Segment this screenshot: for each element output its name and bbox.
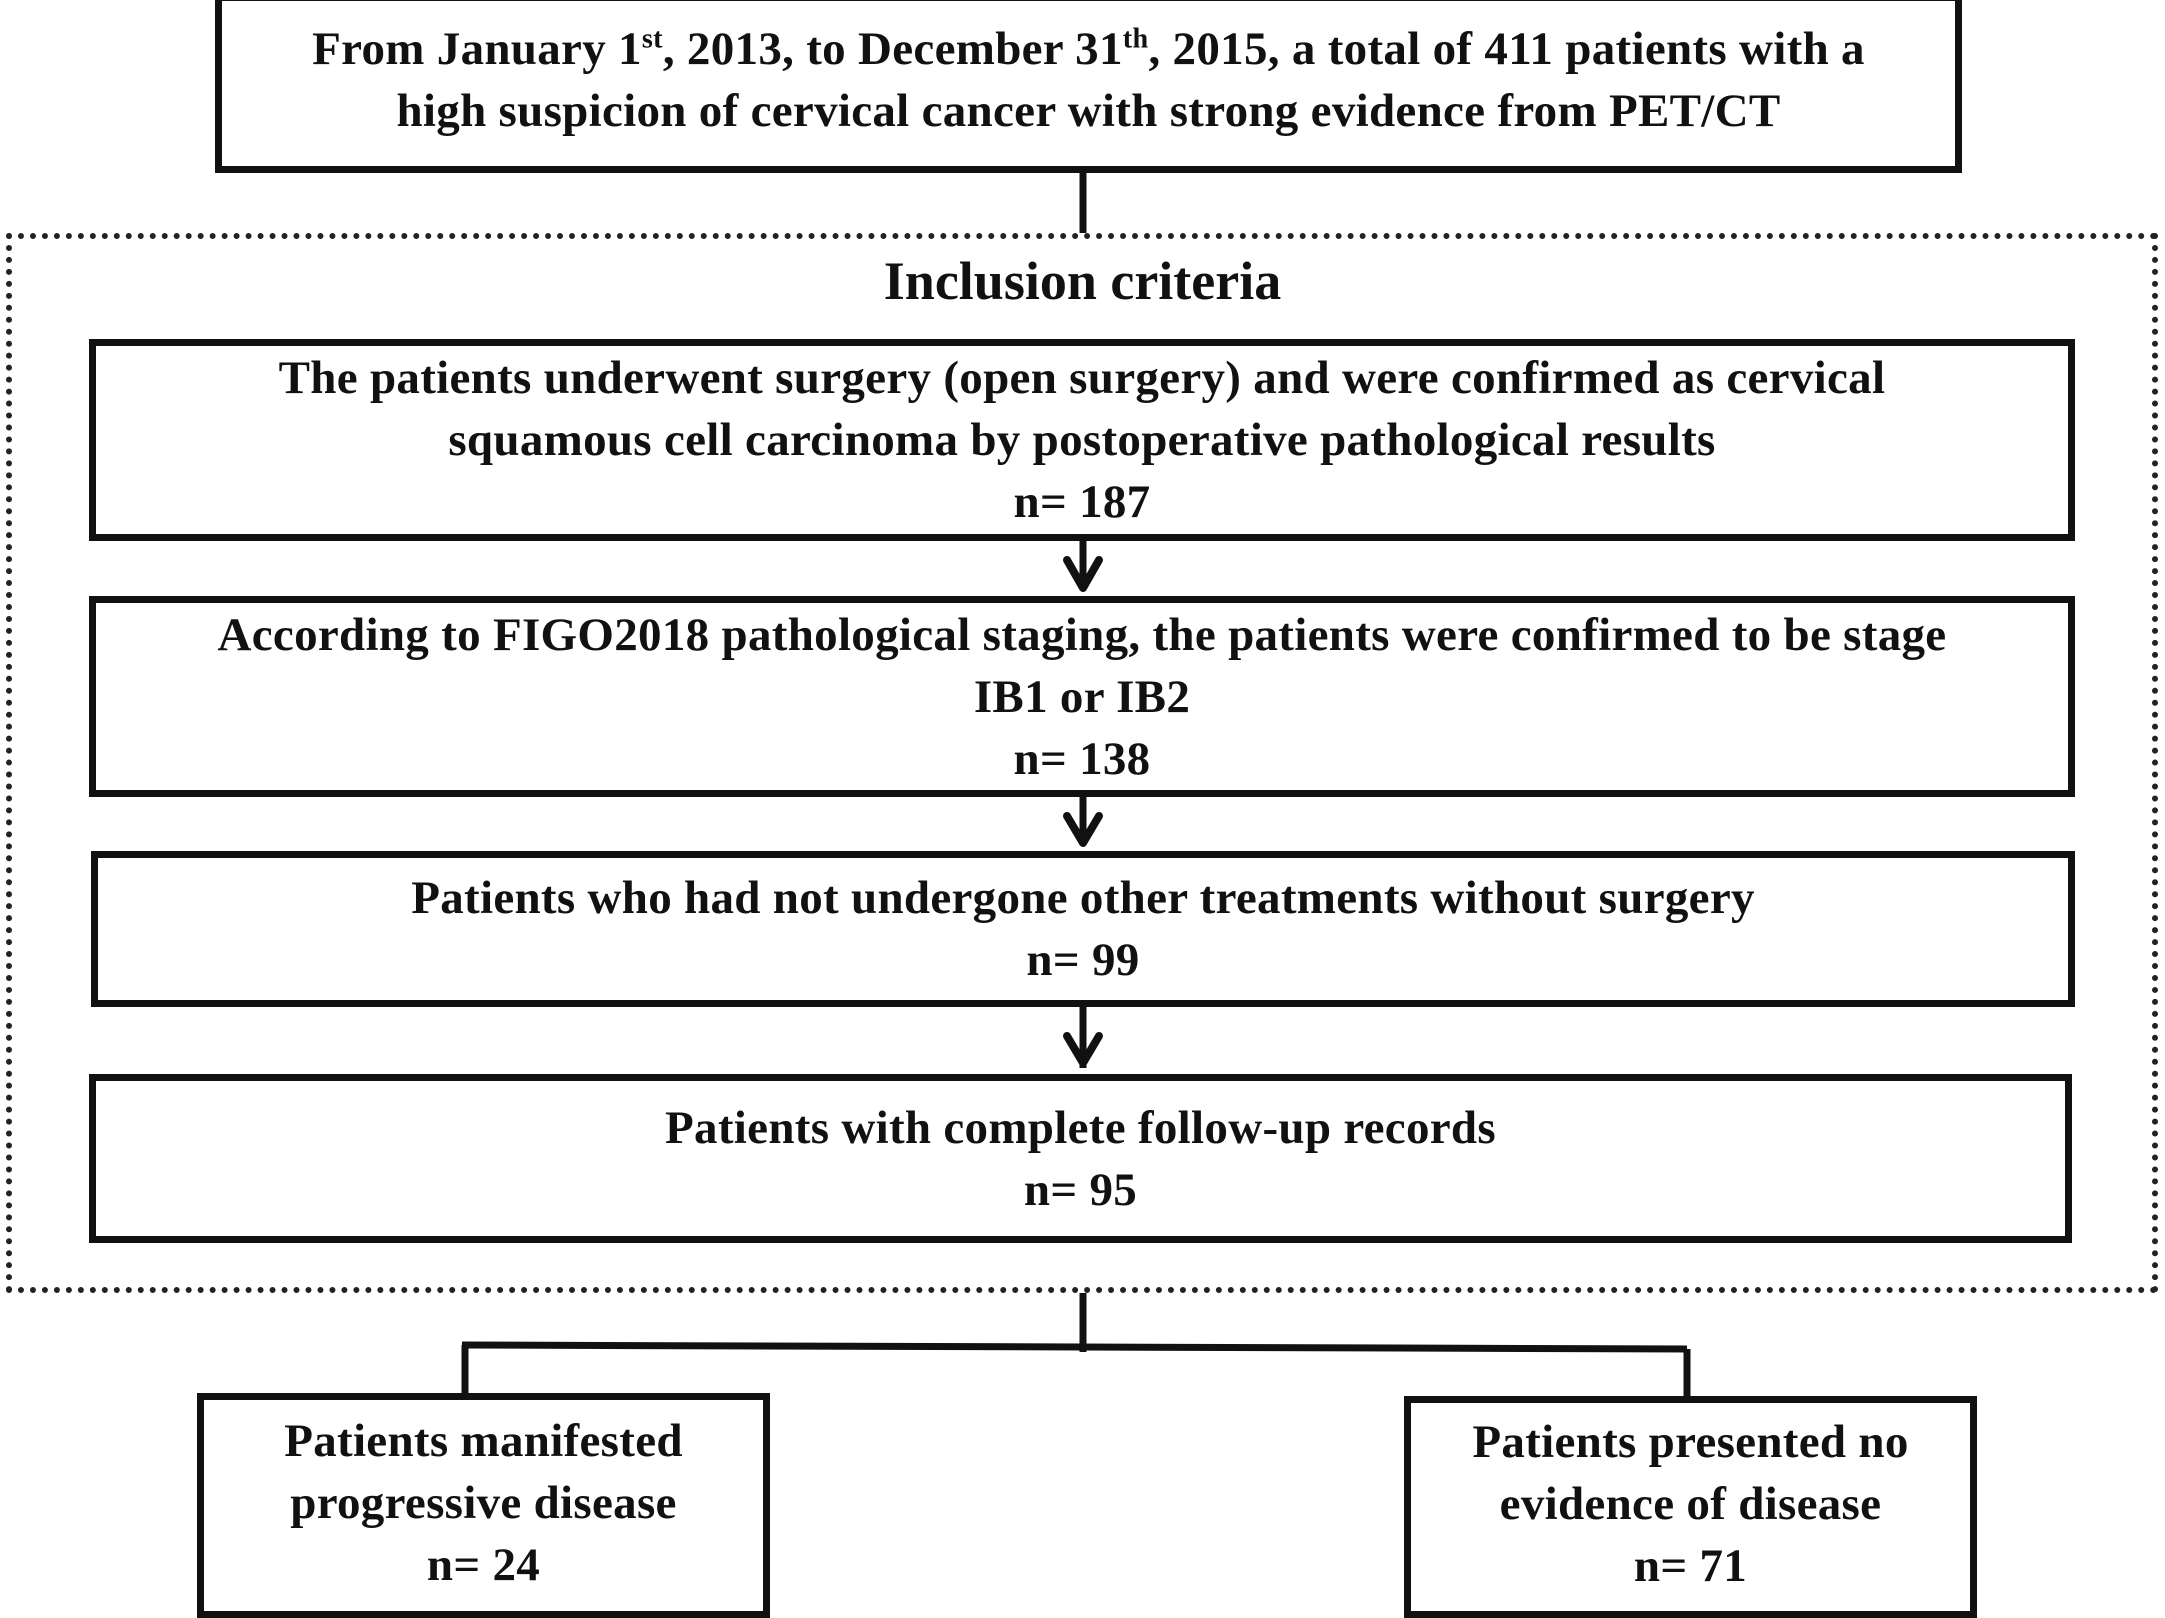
step-1-line-1: The patients underwent surgery (open sur… <box>278 352 1886 404</box>
top-cohort-line-1: From January 1st, 2013, to December 31th… <box>312 18 1865 80</box>
top-cohort-sup-st: st <box>641 22 663 54</box>
step-complete-follow-up-box: Patients with complete follow-up records… <box>89 1074 2072 1243</box>
inclusion-criteria-title: Inclusion criteria <box>883 251 1282 311</box>
top-cohort-sup-th: th <box>1122 22 1149 54</box>
inclusion-criteria-frame <box>6 233 2158 1293</box>
step-2-line-2: IB1 or IB2 <box>973 670 1191 723</box>
top-cohort-text-b: , 2013, to December 31 <box>662 22 1123 75</box>
step-3-count: n= 99 <box>1026 934 1140 986</box>
top-cohort-text-c: , 2015, a total of 411 patients with a <box>1148 22 1865 75</box>
step-4-count: n= 95 <box>1023 1163 1138 1216</box>
outcome-right-line-2: evidence of disease <box>1499 1478 1882 1530</box>
top-cohort-text-a: From January 1 <box>312 22 642 75</box>
outcome-right-count: n= 71 <box>1633 1540 1748 1592</box>
top-cohort-line-2: high suspicion of cervical cancer with s… <box>396 84 1781 137</box>
top-cohort-box: From January 1st, 2013, to December 31th… <box>215 0 1962 173</box>
step-2-count: n= 138 <box>1013 732 1151 785</box>
step-no-other-treatment-box: Patients who had not undergone other tre… <box>91 851 2075 1007</box>
outcome-left-line-2: progressive disease <box>290 1476 677 1529</box>
outcome-left-line-1: Patients manifested <box>284 1414 683 1467</box>
outcome-left-count: n= 24 <box>426 1538 541 1591</box>
step-2-line-1: According to FIGO2018 pathological stagi… <box>217 608 1947 661</box>
step-1-count: n= 187 <box>1013 476 1151 528</box>
step-1-line-2: squamous cell carcinoma by postoperative… <box>448 414 1716 466</box>
outcome-progressive-disease-box: Patients manifested progressive disease … <box>197 1393 770 1618</box>
outcome-no-evidence-box: Patients presented no evidence of diseas… <box>1404 1396 1977 1618</box>
step-3-line-1: Patients who had not undergone other tre… <box>411 872 1755 924</box>
step-surgery-confirmed-box: The patients underwent surgery (open sur… <box>89 339 2075 541</box>
outcome-right-line-1: Patients presented no <box>1472 1416 1909 1468</box>
connector-split-horizontal <box>461 1341 1688 1353</box>
step-figo-staging-box: According to FIGO2018 pathological stagi… <box>89 596 2075 797</box>
step-4-line-1: Patients with complete follow-up records <box>665 1101 1496 1154</box>
